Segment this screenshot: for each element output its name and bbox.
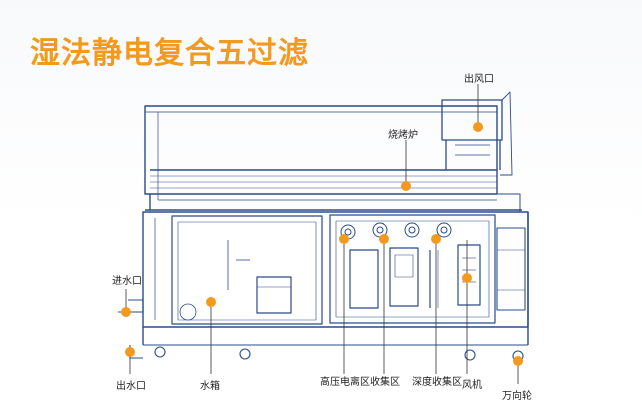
marker-water-inlet bbox=[121, 307, 131, 317]
label-hv-ionization: 高压电离区 bbox=[320, 377, 370, 388]
label-outlet-air: 出风口 bbox=[464, 74, 494, 85]
label-fan: 风机 bbox=[462, 380, 482, 391]
marker-water-outlet bbox=[125, 347, 135, 357]
marker-water-tank bbox=[206, 297, 216, 307]
caster-wheels bbox=[154, 346, 524, 362]
label-water-inlet: 进水口 bbox=[112, 276, 142, 287]
marker-fan bbox=[462, 273, 472, 283]
air-outlet-structure bbox=[441, 91, 521, 212]
label-oven: 烧烤炉 bbox=[388, 130, 418, 141]
page-title: 湿法静电复合五过滤 bbox=[30, 36, 309, 71]
marker-outlet-air bbox=[473, 122, 483, 132]
side-fan-housing bbox=[496, 227, 526, 311]
label-deep-collection: 深度收集区 bbox=[412, 377, 462, 388]
marker-caster bbox=[513, 356, 523, 366]
hood-outline bbox=[144, 105, 522, 211]
marker-collection bbox=[379, 234, 389, 244]
marker-oven bbox=[401, 181, 411, 191]
label-water-tank: 水箱 bbox=[200, 381, 220, 392]
label-collection: 收集区 bbox=[370, 377, 400, 388]
marker-hv-ionization bbox=[339, 234, 349, 244]
filter-chamber bbox=[329, 214, 496, 324]
label-water-outlet: 出水口 bbox=[116, 381, 146, 392]
marker-dots bbox=[121, 122, 523, 366]
label-caster: 万向轮 bbox=[502, 391, 532, 402]
cabinet-outline bbox=[142, 211, 529, 346]
marker-deep-collection bbox=[431, 234, 441, 244]
water-tank-box bbox=[171, 215, 323, 325]
